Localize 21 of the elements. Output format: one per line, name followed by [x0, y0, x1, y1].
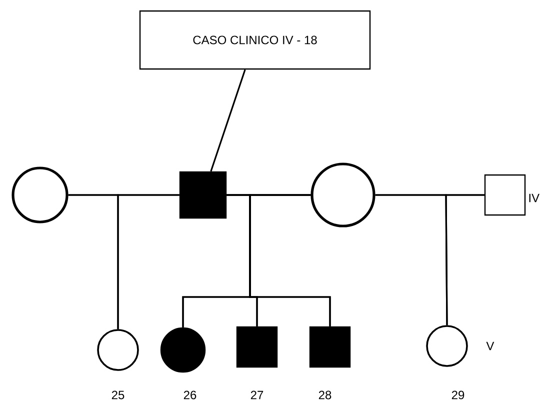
individual-number: 29: [452, 390, 464, 400]
circle-symbol: [12, 166, 68, 224]
individual-number: 28: [318, 390, 332, 400]
square-symbol: [309, 326, 351, 368]
circle-symbol: [426, 325, 468, 367]
individual-number: 27: [250, 390, 264, 400]
individual-number: 26: [184, 390, 196, 400]
connector-line: [210, 69, 246, 172]
square-symbol: [484, 174, 526, 216]
descent-line: [249, 194, 331, 326]
individual-number: 25: [112, 390, 124, 400]
circle-symbol: [310, 162, 376, 228]
generation-label: V: [486, 342, 494, 350]
circle-symbol: [160, 327, 206, 373]
square-symbol: [236, 326, 278, 368]
generation-label: IV: [529, 194, 540, 202]
square-symbol: [179, 171, 227, 219]
descent-line: [117, 194, 180, 330]
title-box: CASO CLINICO IV - 18: [139, 10, 371, 70]
descent-line: [445, 194, 484, 326]
circle-symbol: [97, 329, 139, 371]
